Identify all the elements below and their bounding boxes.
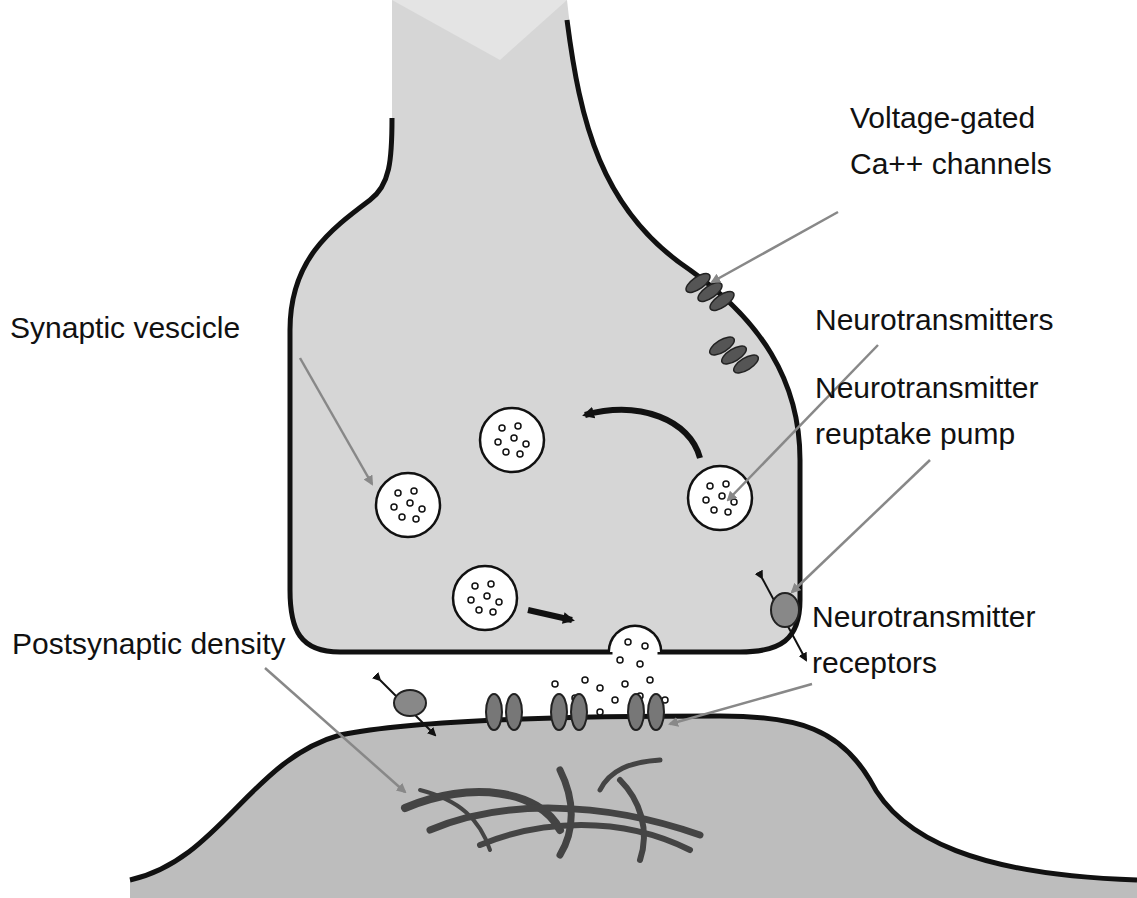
neurotransmitter-dot [617, 657, 623, 663]
callout-label: Synaptic vescicle [10, 305, 310, 351]
receptors [486, 694, 664, 730]
synaptic-vesicles [376, 408, 752, 630]
callout-label: Neurotransmitters [815, 297, 1130, 343]
neurotransmitter-dot [523, 441, 529, 447]
neurotransmitter-dot [488, 581, 494, 587]
reuptake-pumps [380, 578, 806, 735]
presynaptic-terminal [290, 0, 800, 652]
neurotransmitter-dots [391, 423, 737, 715]
neurotransmitter-dot [407, 500, 413, 506]
neurotransmitter-dot [711, 507, 717, 513]
neurotransmitter-dot [622, 681, 628, 687]
neurotransmitter-dot [411, 488, 417, 494]
neurotransmitter-dot [612, 697, 618, 703]
neurotransmitter-dot [419, 506, 425, 512]
neurotransmitter-dot [413, 516, 419, 522]
neurotransmitter-dot [731, 499, 737, 505]
neurotransmitter-dot [490, 609, 496, 615]
neurotransmitter-dot [707, 483, 713, 489]
neurotransmitter-dot [597, 685, 603, 691]
neurotransmitter-dot [517, 451, 523, 457]
neurotransmitter-dot [552, 681, 558, 687]
leader-lines [265, 212, 930, 792]
neurotransmitter-dot [484, 593, 490, 599]
neurotransmitter-dot [399, 514, 405, 520]
callout-label: Voltage-gated Ca++ channels [850, 95, 1080, 187]
neurotransmitter-dot [515, 423, 521, 429]
neurotransmitter-dot [391, 504, 397, 510]
neurotransmitter-dot [597, 709, 603, 715]
neurotransmitter-dot [642, 643, 648, 649]
neurotransmitter-dot [647, 677, 653, 683]
neurotransmitter-dot [468, 597, 474, 603]
neurotransmitter-dot [637, 661, 643, 667]
neurotransmitter-dot [719, 493, 725, 499]
callout-label: Neurotransmitter receptors [812, 594, 1112, 686]
neurotransmitter-dot [395, 490, 401, 496]
neurotransmitter-dot [476, 607, 482, 613]
neurotransmitter-dot [723, 481, 729, 487]
neurotransmitter-dot [503, 449, 509, 455]
neurotransmitter-dot [495, 439, 501, 445]
callout-label: Neurotransmitter reuptake pump [815, 365, 1115, 457]
callout-label: Postsynaptic density [12, 621, 352, 667]
calcium-channels [683, 270, 761, 376]
postsynaptic-neuron [130, 716, 1137, 898]
postsynaptic-density [405, 760, 700, 860]
neurotransmitter-dot [496, 599, 502, 605]
neurotransmitter-dot [499, 425, 505, 431]
neurotransmitter-dot [625, 639, 631, 645]
neurotransmitter-dot [511, 435, 517, 441]
neurotransmitter-dot [703, 497, 709, 503]
neurotransmitter-dot [725, 509, 731, 515]
neurotransmitter-dot [472, 583, 478, 589]
neurotransmitter-dot [582, 677, 588, 683]
